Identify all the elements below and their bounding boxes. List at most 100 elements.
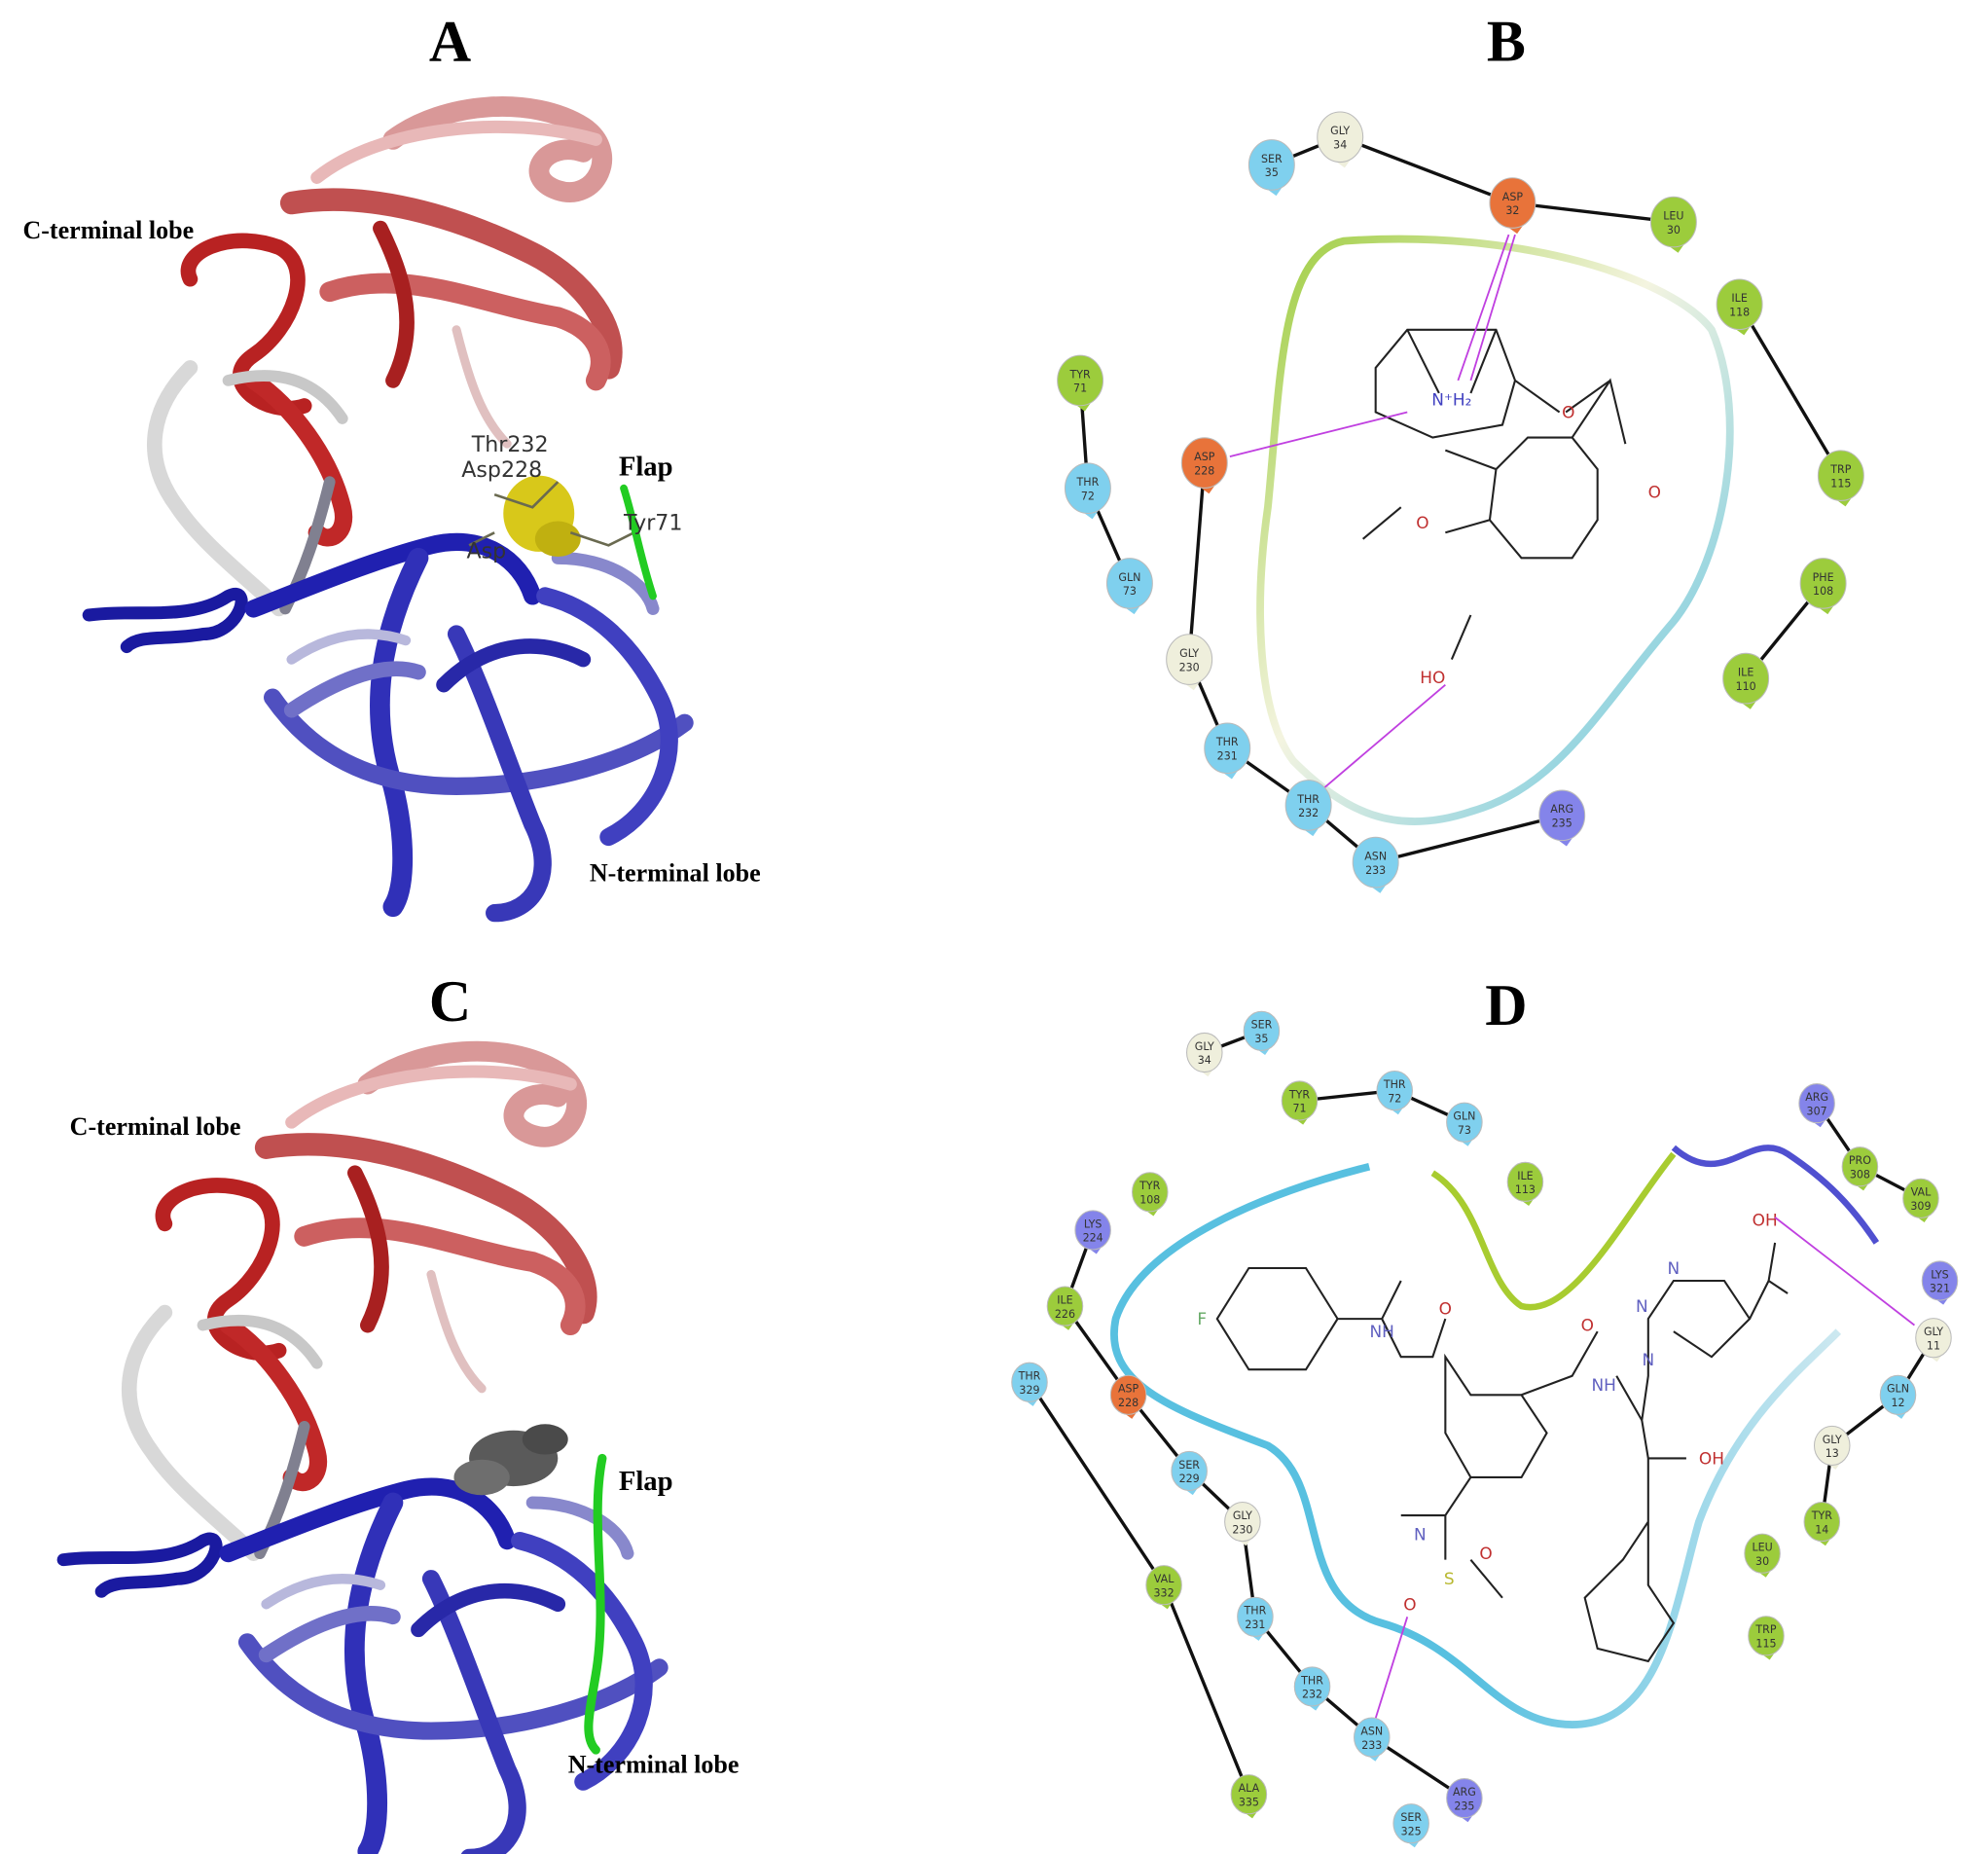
residue-bubble — [1011, 1362, 1048, 1402]
atom-triazole-n3: N — [1642, 1350, 1654, 1369]
residue-number: 228 — [1118, 1397, 1139, 1409]
residue-number: 235 — [1454, 1799, 1474, 1812]
residue-bubble — [1293, 1666, 1331, 1707]
ligand-a — [468, 475, 635, 558]
residue-name: ASP — [1118, 1383, 1139, 1396]
residue-name: ASP — [1194, 451, 1215, 463]
residue-name: THR — [1018, 1370, 1041, 1383]
residue-bubble — [1243, 1010, 1281, 1051]
residue-bubble — [1799, 558, 1847, 609]
c-terminal-lobe-label-c: C-terminal lobe — [70, 1112, 241, 1141]
residue-name: PRO — [1849, 1154, 1871, 1167]
residue-bubble — [1817, 450, 1864, 501]
residue-bubble — [1180, 437, 1228, 489]
atom-methoxy-o: O — [1416, 513, 1428, 532]
residue-leu-30: LEU 30 — [1649, 196, 1697, 253]
residue-name: ILE — [1517, 1170, 1533, 1182]
residue-name: PHE — [1813, 571, 1834, 584]
residue-bubble — [1744, 1533, 1781, 1574]
residue-bubble — [1446, 1778, 1483, 1819]
residue-trp-115: TRP 115 — [1748, 1616, 1785, 1660]
residue-name: THR — [1296, 793, 1319, 806]
residue-name: THR — [1244, 1605, 1267, 1618]
n-terminal-lobe-label-c: N-terminal lobe — [568, 1751, 740, 1779]
residue-name: TRP — [1754, 1623, 1776, 1636]
residue-name: GLY — [1179, 647, 1199, 660]
residue-bubble — [1230, 1774, 1268, 1815]
residue-bubble — [1281, 1080, 1319, 1121]
residue-name: ARG — [1550, 803, 1573, 816]
residue-number: 108 — [1813, 585, 1833, 598]
residue-number: 332 — [1154, 1586, 1175, 1599]
flap-c — [584, 1453, 607, 1755]
residue-number: 30 — [1667, 224, 1681, 236]
residue-bubble — [1247, 139, 1295, 191]
residue-label-tyr71: Tyr71 — [623, 511, 682, 536]
residue-name: TYR — [1811, 1509, 1833, 1522]
residue-bubble — [1171, 1450, 1208, 1492]
residue-bubble — [1489, 177, 1536, 229]
residue-name: LEU — [1663, 209, 1683, 222]
residue-number: 115 — [1830, 477, 1851, 490]
residue-bubble — [1902, 1178, 1939, 1218]
residue-name: THR — [1383, 1078, 1406, 1091]
residue-arg-235: ARG 235 — [1538, 789, 1586, 847]
atom-hydroxyl: HO — [1420, 668, 1445, 687]
residue-number: 115 — [1755, 1638, 1776, 1651]
residue-name: GLN — [1118, 571, 1140, 584]
flap-a — [620, 484, 657, 600]
residue-name: ARG — [1805, 1091, 1828, 1104]
residue-name: VAL — [1911, 1186, 1932, 1199]
residue-bubble — [1166, 634, 1213, 685]
residue-bubble — [1538, 789, 1586, 842]
residue-number: 335 — [1239, 1796, 1259, 1808]
residue-name: GLY — [1330, 125, 1350, 137]
residue-name: LYS — [1931, 1268, 1948, 1281]
residue-number: 233 — [1361, 1739, 1382, 1752]
residue-name: VAL — [1154, 1573, 1175, 1585]
residue-number: 235 — [1552, 818, 1572, 830]
residue-chain — [1187, 462, 1563, 864]
residue-bubble — [1105, 558, 1153, 609]
residue-bubble — [1074, 1210, 1111, 1251]
residue-bubble — [1109, 1374, 1147, 1415]
atom-amide-nh-1: NH — [1370, 1322, 1394, 1341]
residue-name: THR — [1215, 736, 1239, 748]
residue-number: 108 — [1139, 1194, 1160, 1207]
residue-bubble — [1224, 1501, 1261, 1543]
residue-number: 35 — [1265, 166, 1279, 179]
atom-hydroxyl-2: OH — [1699, 1448, 1724, 1468]
panel-a: A C-terminal lobe Flap N-terminal lobe T… — [22, 10, 761, 914]
residue-number: 325 — [1401, 1825, 1422, 1837]
residue-label-asp: Asp — [466, 538, 506, 563]
residue-bubble — [1392, 1803, 1429, 1844]
residue-number: 229 — [1179, 1472, 1200, 1485]
residue-bubble — [1841, 1146, 1879, 1187]
residue-number: 73 — [1123, 585, 1137, 598]
residue-number: 12 — [1891, 1397, 1904, 1409]
residue-bubble — [1237, 1596, 1274, 1637]
atom-carbonyl-o: O — [1648, 483, 1661, 502]
residue-name: GLY — [1823, 1434, 1842, 1446]
residue-number: 232 — [1298, 807, 1319, 819]
flap-label-c: Flap — [619, 1466, 673, 1497]
pocket-hydrophobic-segment — [1430, 1151, 1677, 1311]
